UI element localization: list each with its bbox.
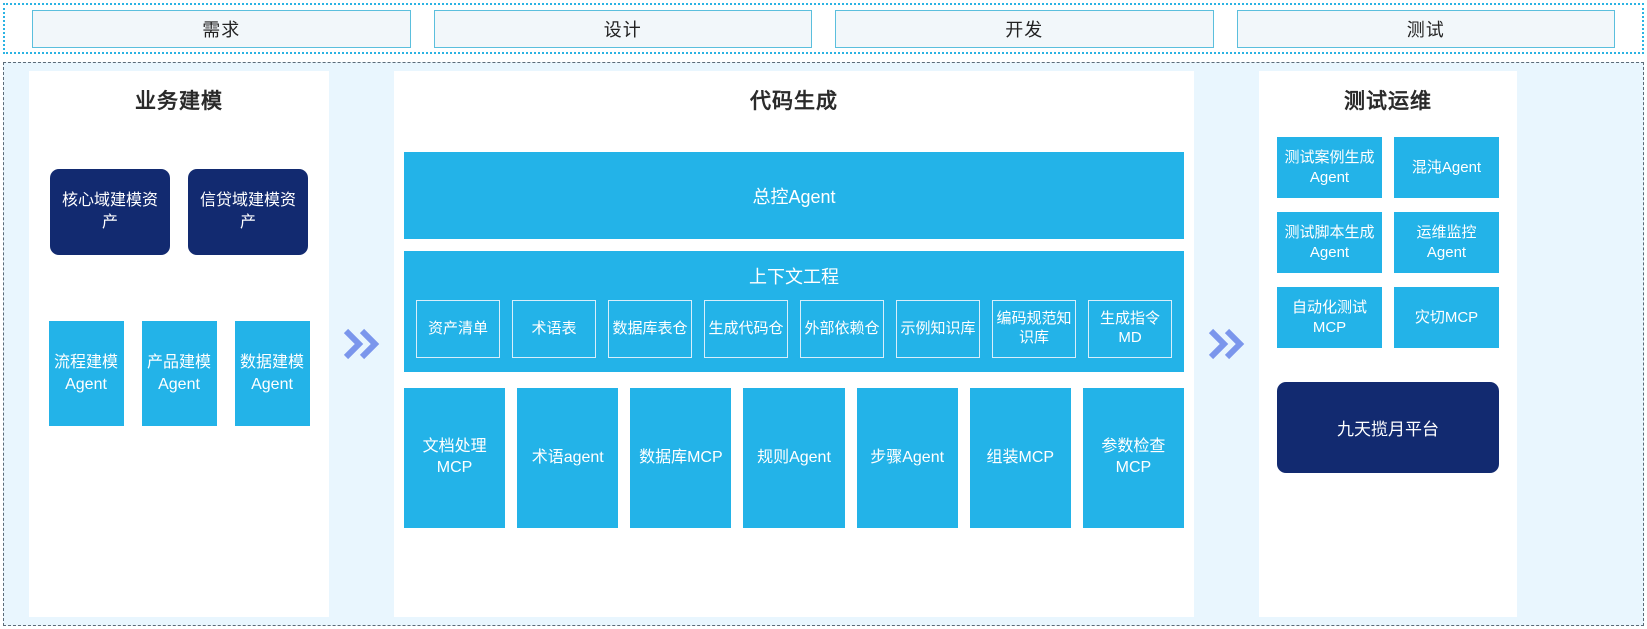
- asset-card-row: 核心域建模资产 信贷域建模资产: [50, 169, 308, 255]
- context-item-label: 资产清单: [427, 319, 488, 337]
- stage-label: 开发: [1005, 19, 1044, 40]
- tool-box-database-mcp[interactable]: 数据库MCP: [630, 388, 732, 528]
- context-item-coding-standard-knowledge-base[interactable]: 编码规范知识库: [992, 300, 1076, 358]
- tool-box-document-processing-mcp[interactable]: 文档处理MCP: [404, 388, 506, 528]
- panel-test-ops: 测试运维 测试案例生成Agent 混沌Agent 测试脚本生成Agent 运维监…: [1259, 71, 1517, 617]
- stage-label: 测试: [1406, 19, 1445, 40]
- context-item-label: 示例知识库: [900, 319, 976, 337]
- tool-box-label: 组装MCP: [986, 448, 1055, 466]
- stage-bar: 需求 设计 开发 测试: [3, 3, 1644, 54]
- agent-box-label: 流程建模Agent: [53, 353, 118, 393]
- tool-box-label: 数据库MCP: [639, 448, 723, 466]
- context-item-generated-code-repo[interactable]: 生成代码仓: [704, 300, 788, 358]
- test-ops-box-label: 测试脚本生成Agent: [1284, 224, 1375, 261]
- context-item-label: 数据库表仓: [612, 319, 688, 337]
- platform-card-label: 九天揽月平台: [1337, 420, 1439, 439]
- panel-title-business-modeling: 业务建模: [135, 90, 223, 113]
- tool-box-label: 规则Agent: [757, 448, 831, 466]
- agent-box-product-modeling[interactable]: 产品建模Agent: [141, 321, 217, 426]
- tool-box-label: 步骤Agent: [870, 448, 945, 466]
- test-ops-box-test-script-generation-agent[interactable]: 测试脚本生成Agent: [1277, 212, 1382, 273]
- asset-card-label: 信贷域建模资产: [199, 192, 296, 231]
- context-item-label: 外部依赖仓: [804, 319, 880, 337]
- agent-box-data-modeling[interactable]: 数据建模Agent: [234, 321, 310, 426]
- tool-box-label: 术语agent: [531, 448, 604, 466]
- test-ops-box-automated-test-mcp[interactable]: 自动化测试MCP: [1277, 287, 1382, 348]
- panel-business-modeling: 业务建模 核心域建模资产 信贷域建模资产 流程建模Agent 产品建模Agent…: [29, 71, 329, 617]
- test-ops-box-label: 测试案例生成Agent: [1284, 149, 1375, 186]
- chevron-right-icon-left-to-mid: [329, 71, 394, 617]
- asset-card-label: 核心域建模资产: [61, 192, 158, 231]
- panel-code-generation: 代码生成 总控Agent 上下文工程 资产清单 术语表: [394, 71, 1194, 617]
- master-agent-label: 总控Agent: [752, 186, 836, 207]
- context-item-glossary[interactable]: 术语表: [512, 300, 596, 358]
- tool-box-parameter-check-mcp[interactable]: 参数检查MCP: [1082, 388, 1184, 528]
- chevron-right-icon-mid-to-right: [1194, 71, 1259, 617]
- context-item-label: 生成代码仓: [708, 319, 784, 337]
- context-item-example-knowledge-base[interactable]: 示例知识库: [896, 300, 980, 358]
- panel-title-code-generation: 代码生成: [750, 90, 838, 113]
- agent-box-label: 产品建模Agent: [146, 353, 211, 393]
- context-item-generation-instruction-md[interactable]: 生成指令MD: [1088, 300, 1172, 358]
- context-engineering-title: 上下文工程: [749, 267, 839, 287]
- test-ops-box-chaos-agent[interactable]: 混沌Agent: [1394, 137, 1499, 198]
- context-item-row: 资产清单 术语表 数据库表仓 生成代码仓 外部依赖仓: [416, 300, 1172, 358]
- asset-card-credit-domain[interactable]: 信贷域建模资产: [188, 169, 308, 255]
- asset-card-core-domain[interactable]: 核心域建模资产: [50, 169, 170, 255]
- test-ops-box-disaster-switch-mcp[interactable]: 灾切MCP: [1394, 287, 1499, 348]
- test-ops-box-label: 自动化测试MCP: [1291, 299, 1367, 336]
- stage-box-design[interactable]: 设计: [433, 9, 812, 48]
- tool-box-glossary-agent[interactable]: 术语agent: [517, 388, 619, 528]
- context-item-label: 术语表: [531, 319, 577, 337]
- context-item-label: 生成指令MD: [1099, 310, 1160, 346]
- tool-box-row: 文档处理MCP 术语agent 数据库MCP 规则Agent 步骤Agent: [404, 388, 1184, 528]
- stage-box-test[interactable]: 测试: [1236, 9, 1615, 48]
- context-item-asset-list[interactable]: 资产清单: [416, 300, 500, 358]
- stage-label: 需求: [202, 19, 241, 40]
- test-ops-grid: 测试案例生成Agent 混沌Agent 测试脚本生成Agent 运维监控Agen…: [1277, 137, 1499, 348]
- platform-card-jiutian-lanyue[interactable]: 九天揽月平台: [1277, 382, 1499, 473]
- tool-box-label: 文档处理MCP: [422, 438, 487, 476]
- context-item-db-table-repo[interactable]: 数据库表仓: [608, 300, 692, 358]
- agent-box-process-modeling[interactable]: 流程建模Agent: [48, 321, 124, 426]
- context-item-label: 编码规范知识库: [996, 310, 1072, 346]
- test-ops-box-label: 运维监控Agent: [1416, 224, 1477, 261]
- main-region: 业务建模 核心域建模资产 信贷域建模资产 流程建模Agent 产品建模Agent…: [3, 62, 1644, 626]
- tool-box-rule-agent[interactable]: 规则Agent: [743, 388, 845, 528]
- tool-box-step-agent[interactable]: 步骤Agent: [856, 388, 958, 528]
- test-ops-box-ops-monitoring-agent[interactable]: 运维监控Agent: [1394, 212, 1499, 273]
- test-ops-box-label: 混沌Agent: [1411, 158, 1482, 176]
- modeling-agent-row: 流程建模Agent 产品建模Agent 数据建模Agent: [48, 321, 310, 426]
- stage-box-requirement[interactable]: 需求: [32, 9, 411, 48]
- test-ops-box-test-case-generation-agent[interactable]: 测试案例生成Agent: [1277, 137, 1382, 198]
- code-generation-content: 总控Agent 上下文工程 资产清单 术语表 数据库表仓: [404, 115, 1184, 528]
- master-agent-bar[interactable]: 总控Agent: [404, 152, 1184, 239]
- stage-label: 设计: [603, 19, 642, 40]
- tool-box-label: 参数检查MCP: [1101, 438, 1166, 476]
- test-ops-box-label: 灾切MCP: [1414, 308, 1479, 326]
- panel-title-test-ops: 测试运维: [1344, 90, 1432, 113]
- context-engineering-block: 上下文工程 资产清单 术语表 数据库表仓 生成代码仓: [404, 251, 1184, 372]
- stage-box-develop[interactable]: 开发: [835, 9, 1214, 48]
- context-item-external-dependency-repo[interactable]: 外部依赖仓: [800, 300, 884, 358]
- tool-box-assembly-mcp[interactable]: 组装MCP: [969, 388, 1071, 528]
- agent-box-label: 数据建模Agent: [239, 353, 304, 393]
